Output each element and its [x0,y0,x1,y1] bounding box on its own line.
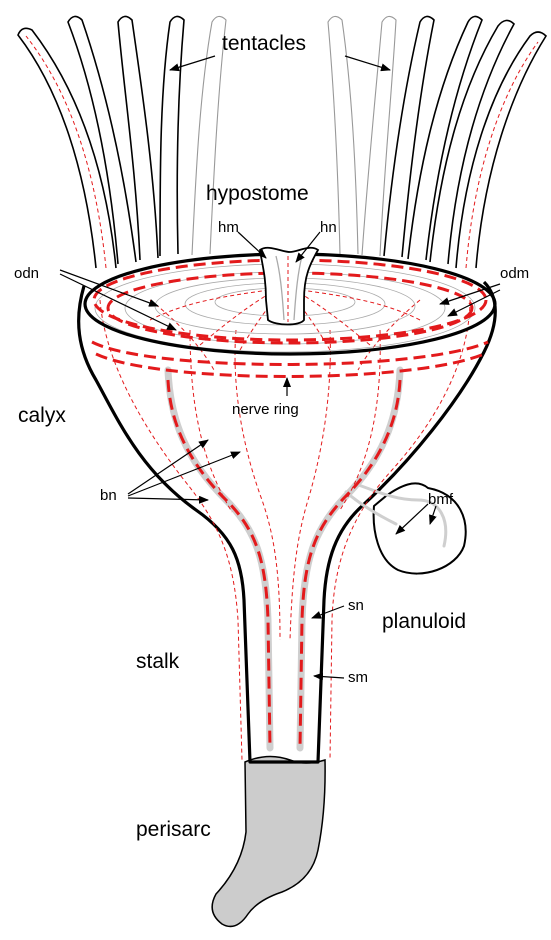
label-odn: odn [14,265,39,282]
tentacle-right-2 [430,20,514,264]
label-sm: sm [348,669,368,686]
label-calyx: calyx [18,404,66,427]
tentacle-outer-right [456,32,546,268]
tentacle-right-4 [384,16,434,257]
label-bmf: bmf [428,491,454,508]
pointer-arrows [60,56,500,678]
label-sn: sn [348,597,364,614]
label-planuloid: planuloid [382,610,466,633]
label-tentacles: tentacles [222,32,306,55]
perisarc-shape [212,756,325,926]
label-nerve-ring: nerve ring [232,401,299,418]
tentacle-left-3 [118,16,158,260]
tentacle-outer-left [18,28,116,268]
tentacle-back-right-2 [362,16,396,256]
label-bn: bn [100,487,117,504]
muscle-band-left [168,370,270,748]
label-hn: hn [320,219,337,236]
label-hypostome: hypostome [206,182,309,205]
label-odm: odm [500,265,529,282]
label-hm: hm [218,219,239,236]
hypostome-shape [260,248,318,325]
label-stalk: stalk [136,650,180,673]
label-perisarc: perisarc [136,818,211,841]
tentacle-left-4 [160,16,184,256]
tentacle-left-2 [68,16,136,264]
